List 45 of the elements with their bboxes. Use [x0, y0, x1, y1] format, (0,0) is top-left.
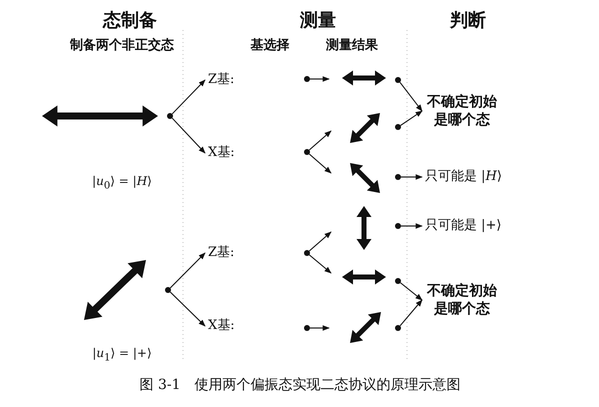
column-subheading: 测量结果 [326, 37, 378, 54]
arrow [400, 299, 422, 326]
junction-dot [395, 325, 401, 331]
junction-dot [165, 287, 171, 293]
junction-dot [304, 325, 310, 331]
arrow [308, 153, 332, 174]
column-heading: 测量 [300, 9, 336, 32]
junction-dot [304, 250, 310, 256]
node-label: 只可能是 |H⟩ [425, 168, 525, 186]
arrow [308, 254, 332, 274]
node-label: 只可能是 |+⟩ [425, 217, 525, 235]
column-heading: 态制备 [103, 9, 157, 32]
arrow [310, 325, 330, 331]
column-subheading: 基选择 [250, 37, 290, 54]
arrow [308, 130, 332, 151]
arrow [310, 76, 330, 82]
node-label: 不确定初始是哪个态 [425, 282, 499, 318]
junction-dot [395, 223, 401, 229]
arrow [170, 292, 206, 326]
figure-caption: 图 3-1 使用两个偏振态实现二态协议的原理示意图 [140, 376, 460, 394]
node-label: Z基: [208, 71, 252, 89]
state-formula: |u$_{1}$⟩ = |+⟩ [92, 346, 152, 364]
node-label: Z基: [208, 244, 252, 262]
arrow [400, 282, 423, 300]
column-subheading: 制备两个非正交态 [70, 36, 174, 54]
junction-dot [395, 278, 401, 284]
arrow [399, 82, 422, 112]
arrow [400, 223, 423, 229]
junction-dot [304, 76, 310, 82]
node-label: X基: [208, 144, 252, 162]
arrow [170, 252, 206, 288]
arrow [172, 118, 206, 154]
arrow [308, 232, 332, 252]
arrow [400, 110, 423, 126]
junction-dot [304, 149, 310, 155]
node-label: X基: [208, 317, 252, 335]
node-label: 不确定初始是哪个态 [425, 93, 499, 129]
junction-dot [167, 113, 173, 119]
column-heading: 判断 [450, 9, 486, 32]
junction-dot [395, 77, 401, 83]
junction-dot [395, 124, 401, 130]
state-formula: |u$_{0}$⟩ = |H⟩ [92, 174, 152, 192]
junction-dot [395, 174, 401, 180]
arrow [400, 174, 423, 180]
arrow [172, 80, 206, 114]
